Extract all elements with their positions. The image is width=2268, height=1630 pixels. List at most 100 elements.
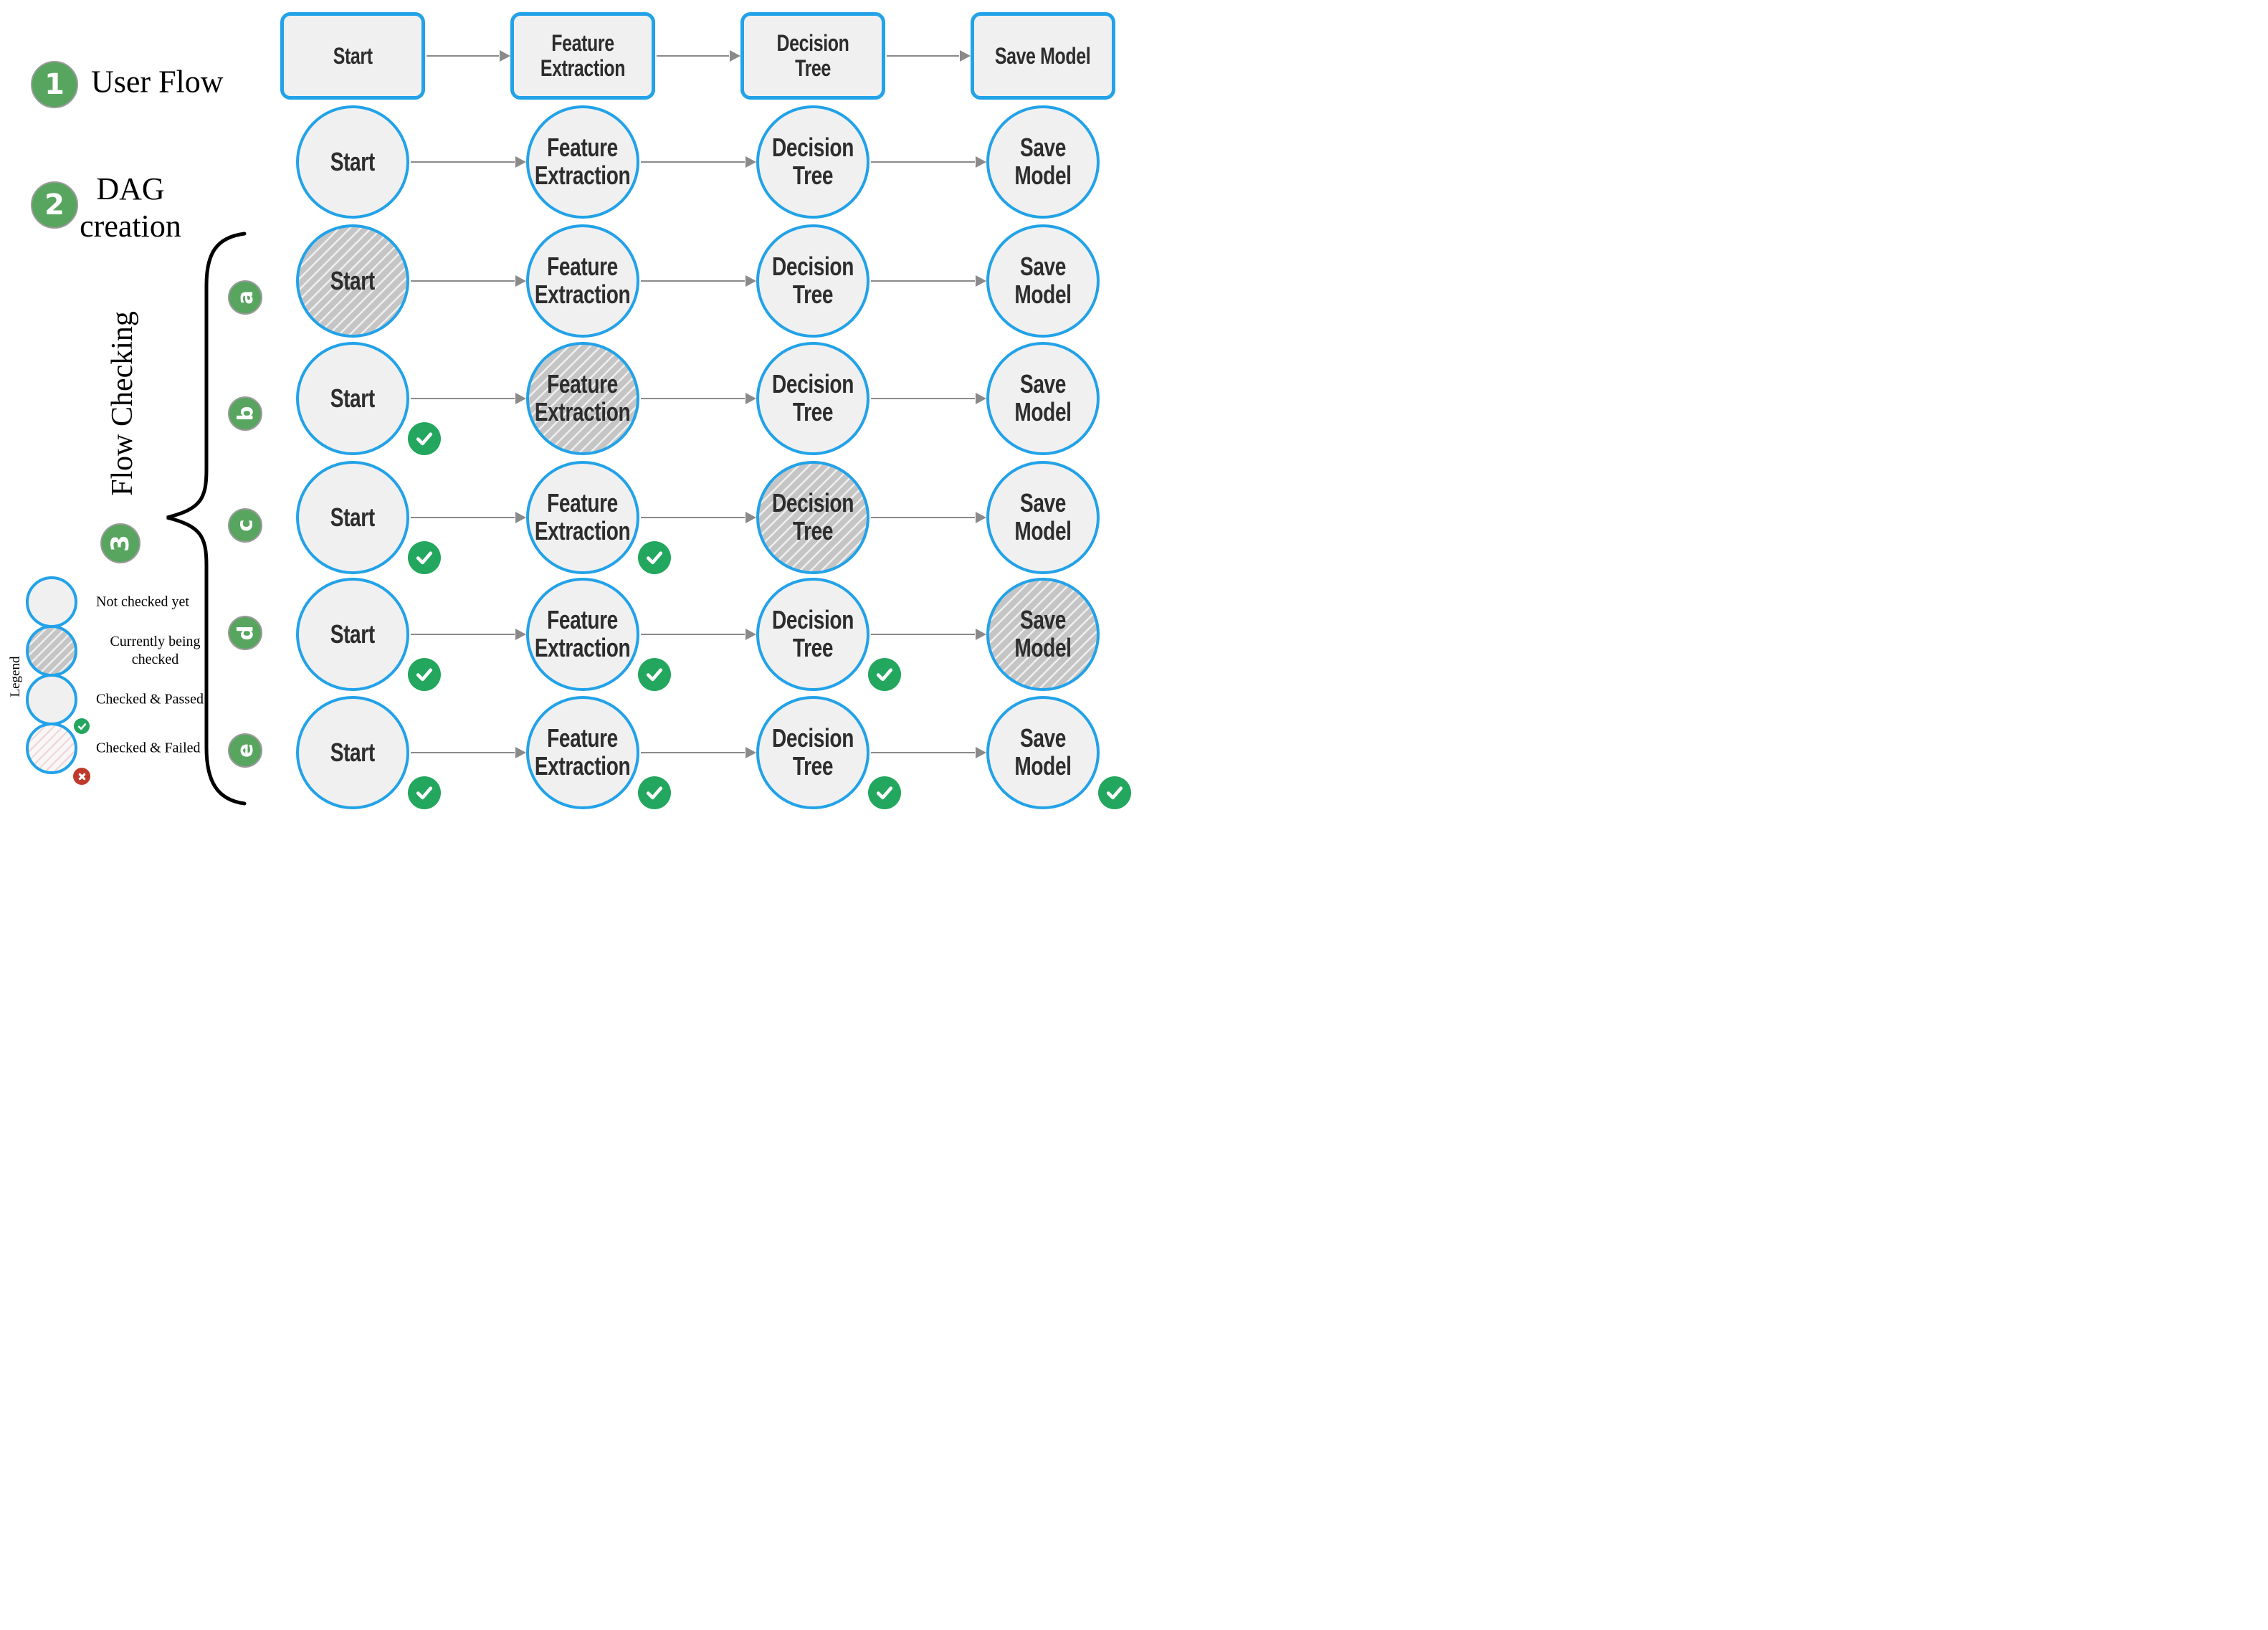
flow-arrowhead — [730, 50, 740, 62]
section-2-label: DAG creation — [37, 171, 224, 245]
node-dag-decision-tree: Decision Tree — [756, 105, 869, 219]
flow-arrow — [641, 634, 745, 635]
node-check-b-start: Start — [296, 342, 409, 455]
node-label: Start — [330, 383, 376, 413]
flow-arrowhead — [960, 50, 971, 62]
node-check-c-decision-tree: Decision Tree — [756, 461, 869, 574]
flow-arrowhead — [976, 275, 986, 287]
node-label: Feature Extraction — [535, 133, 631, 190]
section-2-label-line2: creation — [80, 209, 181, 244]
node-label: Feature Extraction — [535, 369, 631, 426]
node-label: Save Model — [1014, 605, 1072, 662]
node-check-a-feature-extraction: Feature Extraction — [526, 224, 639, 338]
node-label: Start — [330, 737, 376, 767]
node-check-c-start: Start — [296, 461, 409, 574]
check-passed-icon — [408, 776, 441, 809]
row-badge-letter: e — [232, 743, 257, 758]
node-label: Feature Extraction — [535, 605, 631, 662]
row-d-badge: d — [228, 616, 262, 650]
flow-arrow — [641, 398, 745, 399]
node-check-b-decision-tree: Decision Tree — [756, 342, 869, 455]
node-label: Feature Extraction — [535, 488, 631, 545]
flow-arrow — [411, 634, 515, 635]
node-label: Start — [330, 146, 376, 176]
check-passed-icon — [868, 658, 901, 691]
node-check-a-start: Start — [296, 224, 409, 338]
section-3-badge: 3 — [100, 523, 140, 563]
row-badge-letter: d — [232, 625, 257, 641]
node-label: Save Model — [995, 42, 1091, 69]
flow-arrow — [887, 55, 959, 57]
node-user-flow-start: Start — [280, 12, 425, 100]
flow-arrow — [871, 634, 975, 635]
flow-arrow — [411, 280, 515, 282]
flow-arrow — [871, 161, 975, 163]
node-label: Save Model — [1014, 133, 1072, 190]
flow-arrowhead — [976, 747, 986, 758]
node-label: Decision Tree — [776, 30, 849, 81]
node-check-c-feature-extraction: Feature Extraction — [526, 461, 639, 574]
flow-arrowhead — [976, 393, 986, 404]
node-check-b-feature-extraction: Feature Extraction — [526, 342, 639, 455]
flow-arrowhead — [515, 747, 526, 758]
flow-arrow — [411, 398, 515, 399]
section-1-badge: 1 — [31, 61, 78, 108]
node-user-flow-decision-tree: Decision Tree — [740, 12, 885, 100]
check-passed-icon — [408, 422, 441, 455]
node-label: Decision Tree — [772, 723, 854, 781]
node-label: Decision Tree — [772, 369, 854, 426]
flow-arrowhead — [745, 747, 756, 758]
check-passed-icon — [638, 541, 671, 574]
check-passed-icon — [868, 776, 901, 809]
flow-arrow — [871, 398, 975, 399]
section-2-number: 2 — [44, 189, 65, 221]
legend-label-checked-passed: Checked & Passed — [96, 691, 204, 707]
node-label: Save Model — [1014, 252, 1072, 309]
legend-swatch-currently-checked — [26, 625, 77, 677]
flow-arrow — [641, 517, 745, 518]
row-c-badge: c — [228, 508, 262, 543]
row-a-badge: a — [228, 280, 262, 315]
flow-arrow — [871, 752, 975, 753]
check-passed-icon — [408, 658, 441, 691]
flow-arrow — [641, 161, 745, 163]
flow-arrow — [657, 55, 729, 57]
section-2-badge: 2 — [31, 181, 78, 229]
node-label: Feature Extraction — [540, 30, 626, 81]
row-badge-letter: c — [232, 519, 257, 532]
node-label: Save Model — [1014, 488, 1072, 545]
node-label: Start — [330, 265, 376, 295]
flow-arrowhead — [515, 512, 526, 523]
node-check-a-save-model: Save Model — [986, 224, 1100, 338]
node-label: Start — [330, 619, 376, 649]
row-badge-letter: b — [232, 406, 257, 421]
legend-swatch-checked-failed — [26, 723, 77, 774]
node-label: Decision Tree — [772, 252, 854, 309]
section-3-label: Flow Checking — [106, 311, 139, 496]
node-check-d-save-model: Save Model — [986, 578, 1100, 691]
flow-arrowhead — [976, 156, 986, 168]
node-dag-feature-extraction: Feature Extraction — [526, 105, 639, 219]
flow-arrowhead — [745, 156, 756, 168]
check-icon — [74, 718, 90, 734]
flow-arrow — [427, 55, 499, 57]
legend-label-not-checked: Not checked yet — [96, 594, 189, 610]
flow-arrowhead — [500, 50, 510, 62]
legend-label-currently-checked: Currently being checked — [110, 634, 201, 667]
flow-arrow — [871, 517, 975, 518]
flow-arrowhead — [745, 393, 756, 404]
node-check-d-feature-extraction: Feature Extraction — [526, 578, 639, 691]
node-user-flow-save-model: Save Model — [971, 12, 1115, 100]
node-label: Start — [333, 42, 373, 69]
check-passed-icon — [1098, 776, 1131, 809]
flow-arrowhead — [745, 275, 756, 287]
node-label: Decision Tree — [772, 605, 854, 662]
row-e-badge: e — [228, 733, 262, 768]
check-passed-icon — [408, 541, 441, 574]
flow-arrow — [411, 517, 515, 518]
node-check-e-decision-tree: Decision Tree — [756, 696, 869, 809]
section-1-label: User Flow — [91, 64, 224, 100]
section-1-number: 1 — [44, 68, 65, 101]
flow-arrow — [641, 280, 745, 282]
flow-arrowhead — [515, 275, 526, 287]
